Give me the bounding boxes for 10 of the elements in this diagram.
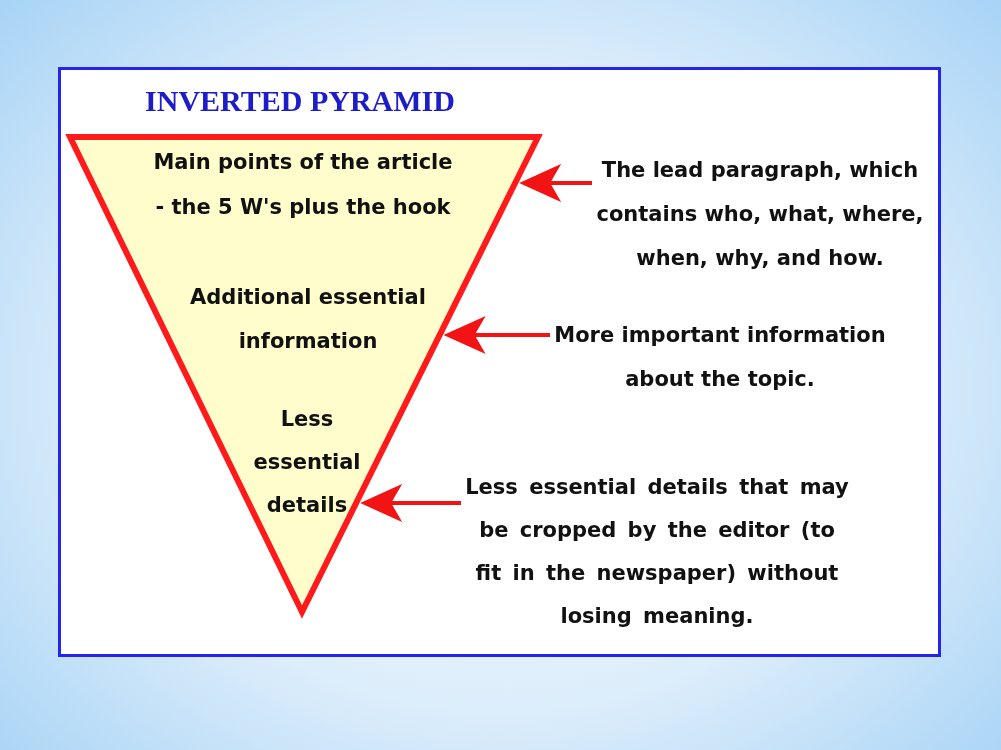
title: INVERTED PYRAMID bbox=[145, 84, 455, 118]
pyramid-level-text: Additional essential information bbox=[189, 284, 427, 355]
arrow bbox=[360, 484, 461, 522]
callout-text: The lead paragraph, which contains who, what, where, when, why, and how. bbox=[595, 148, 925, 280]
pyramid-level-text: Main points of the article - the 5 W's plus the hook bbox=[152, 149, 454, 221]
callout-text: Less essential details that may be cropped by the editor (to fit in the newspaper) without losing meaning. bbox=[464, 466, 850, 638]
arrow bbox=[443, 316, 550, 354]
callout-text: More important information about the topic. bbox=[553, 313, 887, 401]
pyramid-level-text: Less essential details bbox=[252, 406, 362, 519]
arrow bbox=[519, 164, 592, 202]
